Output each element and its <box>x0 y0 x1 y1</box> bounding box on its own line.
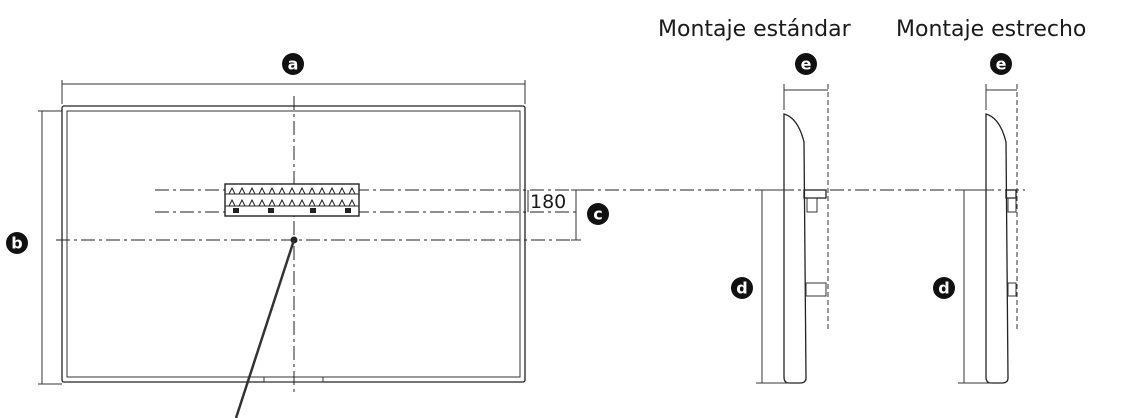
bracket-top-slim <box>1005 189 1017 199</box>
side-view-standard: e d <box>731 53 829 384</box>
tv-side-profile-slim <box>985 113 1009 384</box>
dimension-a: a <box>61 53 526 104</box>
pointer-line <box>234 239 296 418</box>
mounting-bracket <box>224 183 360 217</box>
badge-e-slim <box>990 53 1012 75</box>
badge-e-standard <box>795 53 817 75</box>
bracket-plate-slim <box>1007 197 1017 213</box>
badge-b-label: b <box>11 234 22 253</box>
bracket-bottom-standard <box>805 282 827 297</box>
badge-d-standard <box>731 277 753 299</box>
caption-slim-mount: Montaje estrecho <box>896 17 1086 42</box>
badge-a-label: a <box>288 55 299 74</box>
badge-d-slim-label: d <box>938 279 949 298</box>
badge-b <box>6 232 28 254</box>
badge-d-standard-label: d <box>736 279 747 298</box>
badge-c-label: c <box>593 205 602 224</box>
dimension-180-label: 180 <box>530 191 566 213</box>
mount-type-captions: Montaje estándar Montaje estrecho <box>658 17 1086 42</box>
dimension-b: b <box>6 110 62 385</box>
dimension-180: 180 <box>527 190 566 213</box>
front-view: a b <box>6 53 1025 418</box>
bracket-plate-standard <box>806 197 818 213</box>
caption-standard-mount: Montaje estándar <box>658 17 852 42</box>
tv-side-profile-standard <box>783 113 807 384</box>
badge-e-standard-label: e <box>801 55 812 74</box>
badge-a <box>282 53 304 75</box>
badge-e-slim-label: e <box>996 55 1007 74</box>
badge-d-slim <box>933 277 955 299</box>
side-view-slim: e d <box>933 53 1018 384</box>
badge-c <box>587 203 609 225</box>
bracket-bottom-slim <box>1007 282 1017 297</box>
dimension-c: c <box>571 189 609 241</box>
bracket-top-standard <box>803 189 827 199</box>
